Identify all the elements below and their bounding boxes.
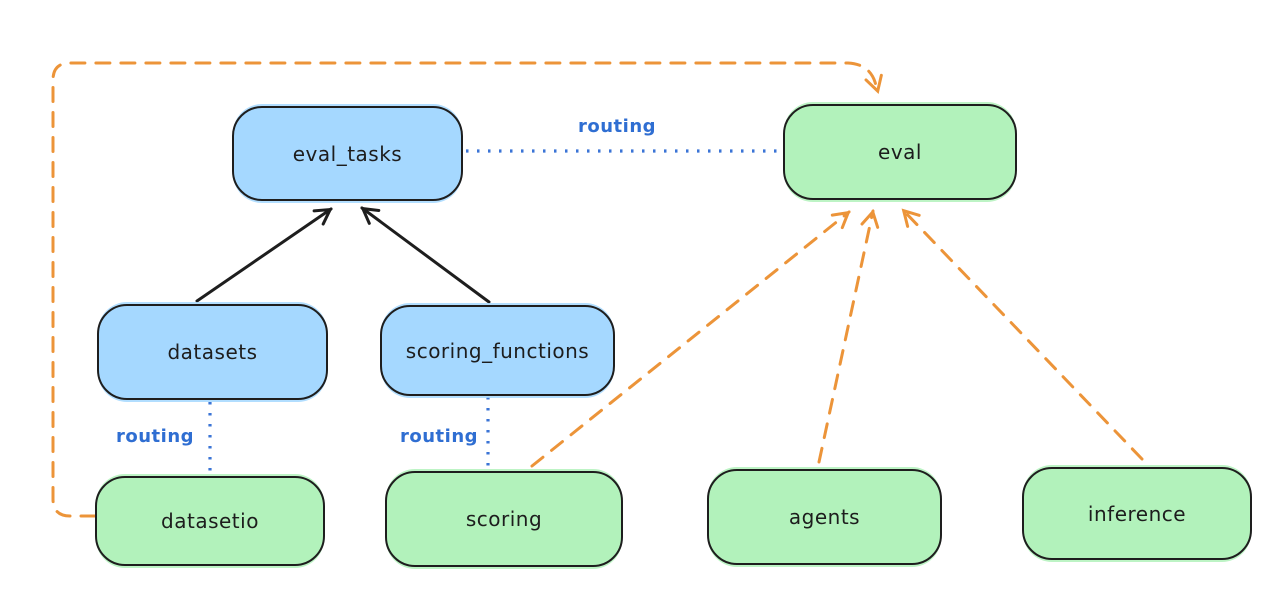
routing-label-scoring-functions-scoring: routing [399,426,479,447]
node-inference-label: inference [1087,501,1187,526]
node-eval-label: eval [878,140,922,164]
node-scoring-functions-label: scoring_functions [405,338,590,363]
node-datasets[interactable]: datasets [97,304,328,400]
node-datasetio-label: datasetio [161,509,259,533]
node-scoring-label: scoring [465,507,543,531]
node-datasets-label: datasets [167,340,258,364]
node-datasetio[interactable]: datasetio [95,476,325,566]
routing-label-datasets-datasetio: routing [115,426,195,447]
routing-label-eval-tasks-eval: routing [577,116,657,137]
edge-datasetio-to-eval[interactable] [51,61,883,518]
node-agents[interactable]: agents [707,469,942,565]
edge-inference-to-eval[interactable] [901,208,1144,461]
node-eval[interactable]: eval [783,104,1017,200]
node-inference[interactable]: inference [1022,467,1252,560]
node-scoring-functions[interactable]: scoring_functions [380,305,615,396]
edge-datasets-to-eval-tasks[interactable] [195,207,333,303]
edge-scoring-to-eval[interactable] [530,210,851,468]
edge-scoring-functions-to-eval-tasks[interactable] [360,206,491,304]
node-agents-label: agents [788,505,861,529]
edge-agents-to-eval[interactable] [817,209,880,464]
node-eval-tasks[interactable]: eval_tasks [232,106,463,201]
node-scoring[interactable]: scoring [385,471,623,567]
node-eval-tasks-label: eval_tasks [292,141,403,166]
